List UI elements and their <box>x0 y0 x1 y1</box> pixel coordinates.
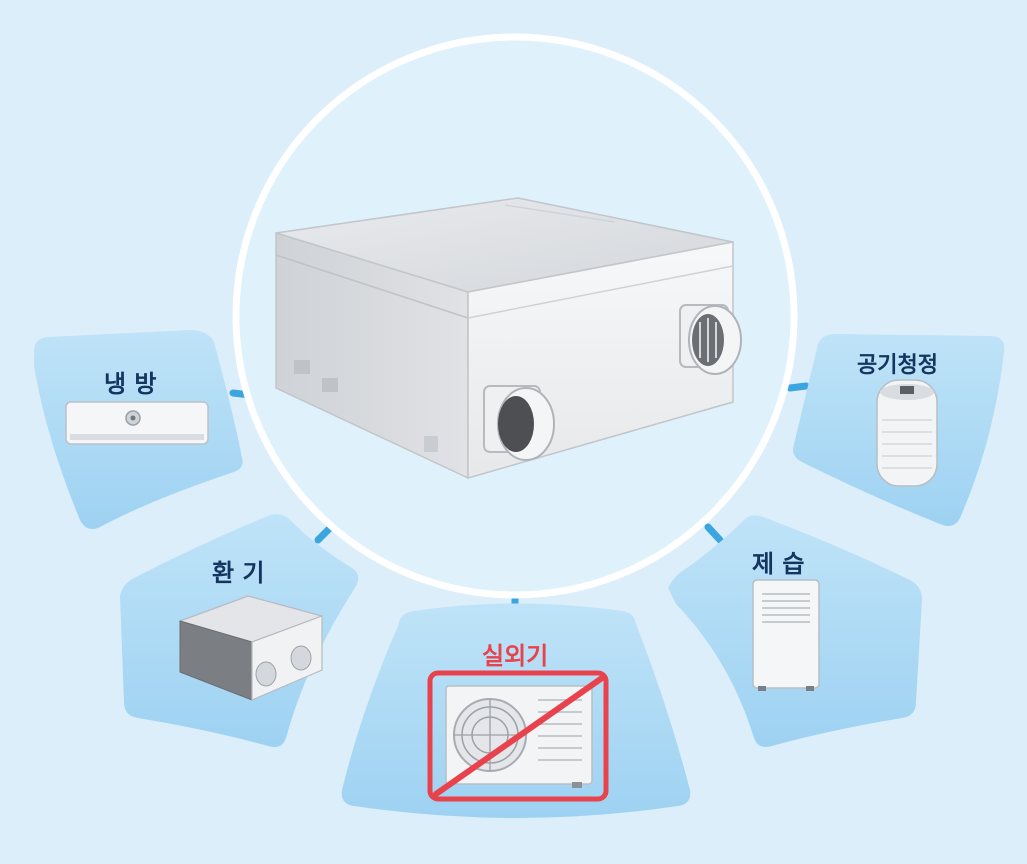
label-dehumidification: 제 습 <box>752 550 805 578</box>
air-purifier-icon <box>876 379 938 487</box>
label-outdoor-unit: 실외기 <box>482 642 549 670</box>
ventilation-unit-icon <box>275 197 742 480</box>
dehumidifier-icon <box>752 579 820 691</box>
label-purification: 공기청정 <box>857 353 938 378</box>
label-ventilation: 환 기 <box>212 559 265 587</box>
prohibited-slash-icon <box>427 670 609 802</box>
air-conditioner-icon <box>65 401 209 445</box>
ventilator-icon <box>178 595 324 701</box>
label-cooling: 냉 방 <box>104 370 157 398</box>
